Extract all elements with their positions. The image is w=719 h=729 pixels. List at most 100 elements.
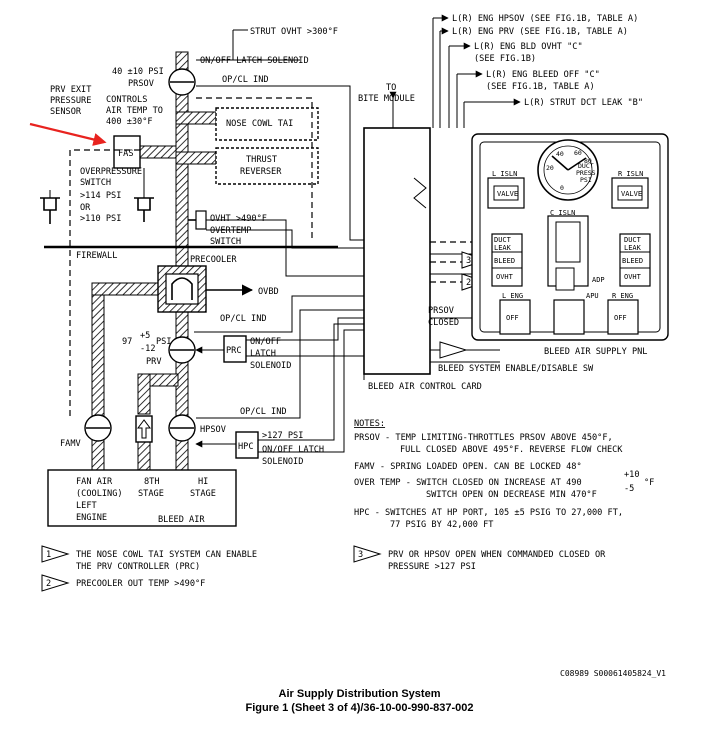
pnl-leak-l: LEAK — [494, 244, 512, 252]
pnl-ovht-l: OVHT — [496, 273, 514, 281]
gauge-60: 60 — [574, 149, 582, 157]
label-controls-2: AIR TEMP TO — [106, 106, 163, 116]
pnl-l-isln: L ISLN — [492, 170, 517, 178]
label-out-4: L(R) ENG BLEED OFF "C" — [486, 70, 600, 80]
label-bleed-enable: BLEED SYSTEM ENABLE/DISABLE SW — [438, 364, 594, 374]
label-bleed-air: BLEED AIR — [158, 515, 205, 525]
label-overpress-5: >110 PSI — [80, 214, 121, 224]
notes-overtemp-1: OVER TEMP - SWITCH CLOSED ON INCREASE AT… — [354, 478, 582, 488]
fn3-b: PRESSURE >127 PSI — [388, 562, 476, 572]
label-prsov: PRSOV — [128, 79, 154, 89]
label-prv-exit-2: PRESSURE — [50, 96, 91, 106]
eighth-stage-duct — [137, 441, 151, 473]
label-out-5: L(R) STRUT DCT LEAK "B" — [524, 98, 643, 108]
label-out-1: L(R) ENG HPSOV (SEE FIG.1B, TABLE A) — [452, 14, 638, 24]
label-controls-3: 400 ±30°F — [106, 117, 153, 127]
label-thrust-2: REVERSER — [240, 167, 282, 177]
check-valve-icon — [135, 415, 153, 443]
label-prv-exit-3: SENSOR — [50, 107, 82, 117]
label-out-3b: (SEE FIG.1B) — [474, 54, 536, 64]
notes-famv: FAMV - SPRING LOADED OPEN. CAN BE LOCKED… — [354, 462, 582, 472]
pnl-bleed-l: BLEED — [494, 257, 515, 265]
overtemp-switch — [188, 210, 207, 230]
pnl-duct-r: DUCT — [624, 236, 642, 244]
apu-bleed-switch[interactable] — [553, 299, 585, 335]
label-prv-exit-1: PRV EXIT — [50, 85, 91, 95]
label-overpress-2: SWITCH — [80, 178, 111, 188]
label-overtemp-2: SWITCH — [210, 237, 241, 247]
label-onoff-latch-top: ON/OFF LATCH SOLENOID — [200, 56, 309, 66]
label-hpc-onoff-2: SOLENOID — [262, 457, 303, 467]
notes-overtemp-p10: +10 — [624, 470, 640, 480]
fan-air-duct-top — [91, 282, 161, 296]
bleed-air-supply-panel — [471, 133, 669, 341]
label-strut-ovht: STRUT OVHT >300°F — [250, 27, 338, 37]
label-prsov-closed-2: CLOSED — [428, 318, 459, 328]
bleed-air-control-card — [363, 127, 431, 375]
label-eighth-2: STAGE — [138, 489, 164, 499]
label-eighth-1: 8TH — [144, 477, 160, 487]
pnl-off-r: OFF — [614, 314, 627, 322]
fn3-a: PRV OR HPSOV OPEN WHEN COMMANDED CLOSED … — [388, 550, 606, 560]
gauge-psi: PSI — [580, 176, 592, 184]
tri-ref-3: 3 — [466, 256, 471, 266]
footnotes-block: THE NOSE COWL TAI SYSTEM CAN ENABLE THE … — [76, 550, 606, 589]
label-prv-psi: PSI — [156, 337, 172, 347]
label-prsov-psi: 40 ±10 PSI — [112, 67, 164, 77]
l-eng-bleed-switch[interactable] — [499, 299, 531, 335]
figure-title: Air Supply Distribution System — [278, 688, 441, 700]
diagram-labels: STRUT OVHT >300°F ON/OFF LATCH SOLENOID … — [50, 14, 647, 525]
label-ovht-490: OVHT >490°F — [210, 214, 267, 224]
label-ovbd: OVBD — [258, 287, 279, 297]
label-hpc-psi: >127 PSI — [262, 431, 303, 441]
label-overpress-3: >114 PSI — [80, 191, 121, 201]
label-firewall: FIREWALL — [76, 251, 117, 261]
label-prv-p5: +5 — [140, 331, 150, 341]
prc-box — [223, 335, 247, 363]
label-hpc: HPC — [238, 442, 254, 452]
pnl-leak-r: LEAK — [624, 244, 642, 252]
figure-id: C08989 S00061405824_V1 — [560, 669, 666, 678]
highlight-arrow-icon — [29, 122, 107, 146]
notes-prsov-1: PRSOV - TEMP LIMITING-THROTTLES PRSOV AB… — [354, 433, 613, 443]
gauge-80: 80 — [584, 157, 592, 165]
label-thrust-1: THRUST — [246, 155, 277, 165]
thrust-reverser-box — [215, 147, 319, 185]
valves — [84, 68, 196, 443]
r-annunciator-stack — [619, 233, 651, 287]
label-prsov-closed-1: PRSOV — [428, 306, 454, 316]
pnl-ovht-r: OVHT — [624, 273, 642, 281]
label-fas: FAS — [118, 149, 134, 159]
label-hpsov: HPSOV — [200, 425, 226, 435]
fas-duct — [139, 145, 177, 159]
label-prv-m12: -12 — [140, 344, 156, 354]
tri-ref-2: 2 — [466, 278, 471, 288]
pnl-valve-r: VALVE — [621, 190, 642, 198]
fn1-b: THE PRV CONTROLLER (PRC) — [76, 562, 200, 572]
notes-overtemp-2: SWITCH OPEN ON DECREASE MIN 470°F — [426, 490, 597, 500]
fn-tag-1: 1 — [46, 550, 51, 560]
overpressure-switch — [40, 168, 154, 224]
fas-box — [113, 135, 141, 169]
label-out-2: L(R) ENG PRV (SEE FIG.1B, TABLE A) — [452, 27, 628, 37]
label-nose-cowl: NOSE COWL TAI — [226, 119, 293, 129]
nose-cowl-tai-box — [215, 107, 319, 141]
label-bleed-card: BLEED AIR CONTROL CARD — [368, 382, 482, 392]
engine-bleed-box — [47, 469, 237, 527]
r-eng-bleed-switch[interactable] — [607, 299, 639, 335]
pnl-c-isln: C ISLN — [550, 209, 575, 217]
thrust-reverser-duct — [175, 151, 217, 165]
fan-air-duct — [91, 282, 105, 472]
label-overtemp-1: OVERTEMP — [210, 226, 251, 236]
label-hi-1: HI — [198, 477, 208, 487]
fn2: PRECOOLER OUT TEMP >490°F — [76, 579, 205, 589]
pnl-bleed-r: BLEED — [622, 257, 643, 265]
figure-subtitle: Figure 1 (Sheet 3 of 4)/36-10-00-990-837… — [245, 702, 474, 714]
notes-prsov-2: FULL CLOSED ABOVE 495°F. REVERSE FLOW CH… — [400, 445, 623, 455]
label-to-bite-2: BITE MODULE — [358, 94, 415, 104]
label-fan-air-1: FAN AIR — [76, 477, 113, 487]
label-hi-2: STAGE — [190, 489, 216, 499]
panel-labels: L ISLN R ISLN VALVE VALVE C ISLN DUCT LE… — [492, 149, 643, 322]
